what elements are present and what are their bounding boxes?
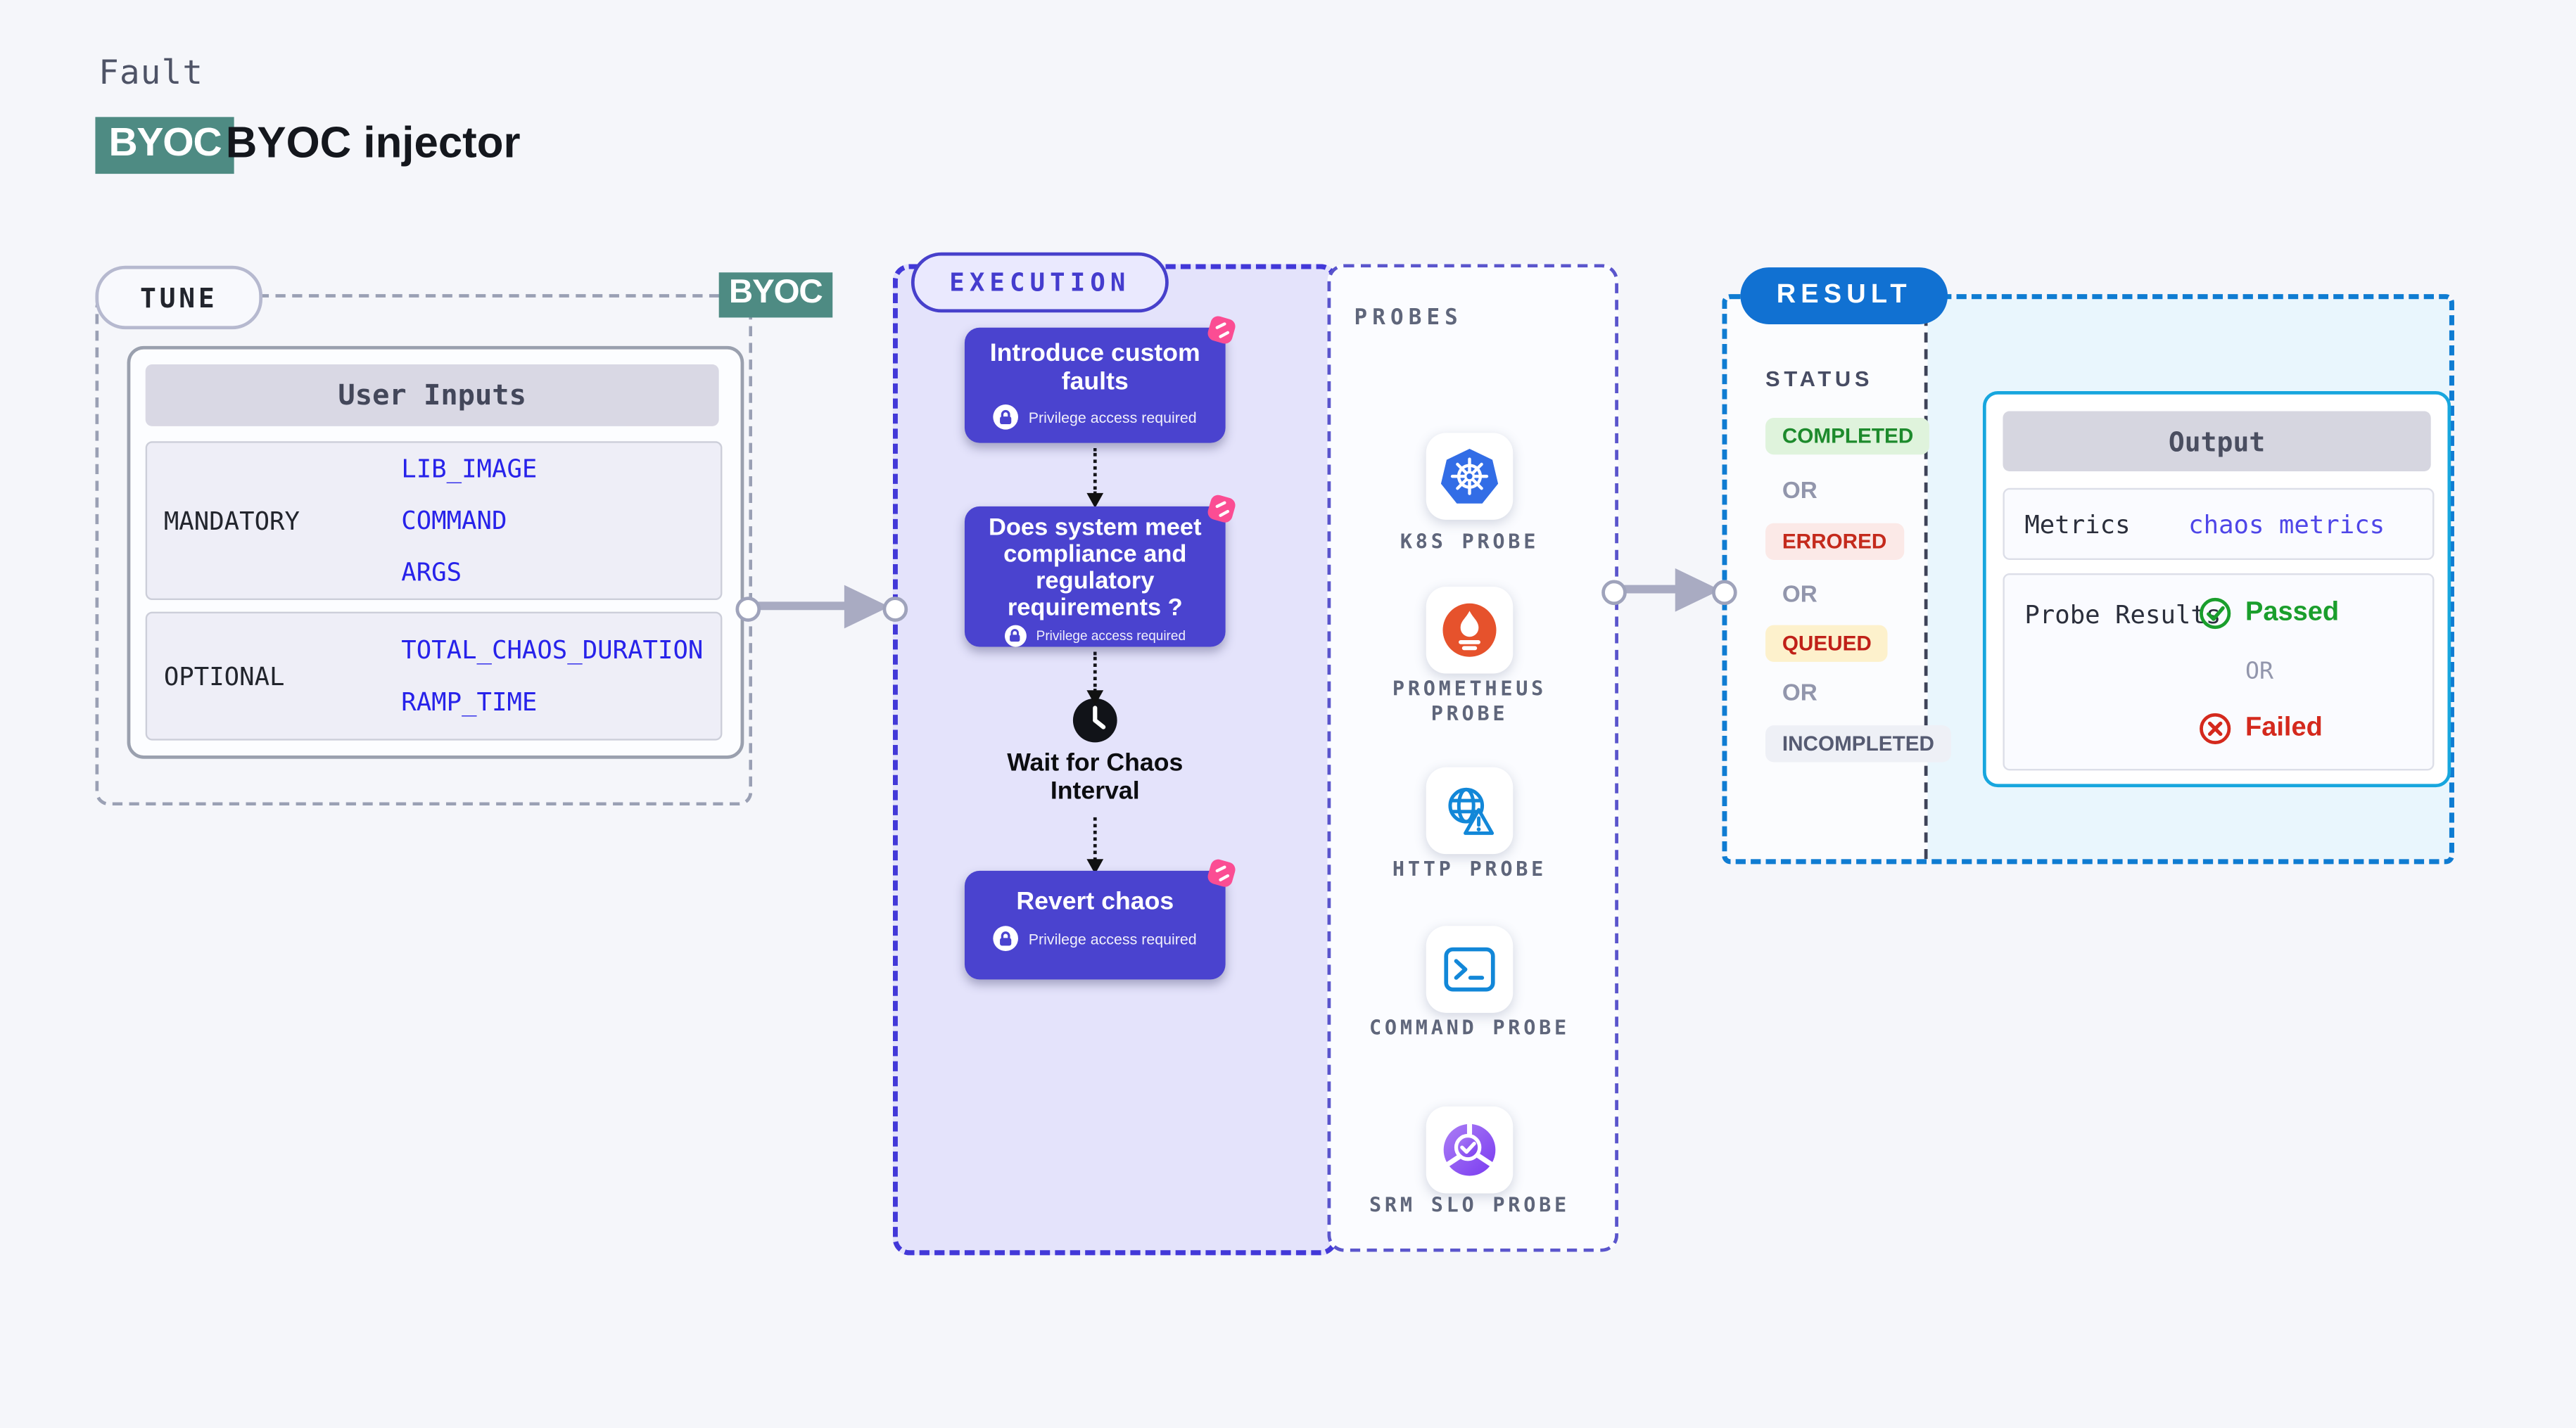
lock-icon xyxy=(993,404,1019,430)
privilege-note: Privilege access required xyxy=(965,625,1226,647)
tune-section-box xyxy=(95,294,753,806)
input-command: COMMAND xyxy=(401,504,507,535)
k8s-probe-icon xyxy=(1440,447,1499,503)
tune-to-execution-arrow-line xyxy=(752,601,850,611)
chaos-pink-icon xyxy=(1207,859,1236,887)
passed-label: Passed xyxy=(2245,598,2340,627)
probes-to-result-arrow-line xyxy=(1618,585,1689,594)
probes-heading: PROBES xyxy=(1354,305,1463,331)
probe-results-row: Probe Results Passed OR Failed xyxy=(2003,573,2435,771)
step-introduce-custom-faults: Introduce custom faults Privilege access… xyxy=(964,316,1236,443)
status-heading: STATUS xyxy=(1765,366,1874,391)
prometheus-probe-card xyxy=(1426,586,1514,674)
k8s-probe-card xyxy=(1426,433,1514,520)
mandatory-values: LIB_IMAGE COMMAND ARGS xyxy=(401,443,537,599)
optional-row: OPTIONAL TOTAL_CHAOS_DURATION RAMP_TIME xyxy=(145,611,723,741)
tune-pill: TUNE xyxy=(95,265,263,330)
privilege-note: Privilege access required xyxy=(965,404,1226,430)
fault-eyebrow: Fault xyxy=(99,51,204,92)
probes-out-connector xyxy=(1601,580,1627,606)
or-separator: OR xyxy=(1782,678,1817,706)
mandatory-label: MANDATORY xyxy=(163,505,300,536)
byoc-corner-badge: BYOC xyxy=(718,272,832,318)
input-args: ARGS xyxy=(401,556,462,587)
execution-pill: EXECUTION xyxy=(911,252,1169,313)
failed-cross-icon xyxy=(2200,713,2231,745)
byoc-header-badge: BYOC xyxy=(95,117,235,174)
http-probe-icon xyxy=(1448,787,1495,835)
input-ramp-time: RAMP_TIME xyxy=(401,686,538,717)
result-pill: RESULT xyxy=(1740,267,1948,324)
optional-values: TOTAL_CHAOS_DURATION RAMP_TIME xyxy=(401,624,703,727)
execution-in-connector xyxy=(882,597,908,622)
optional-label: OPTIONAL xyxy=(163,661,285,691)
lock-icon xyxy=(993,926,1019,951)
wait-for-chaos-interval-label: Wait for Chaos Interval xyxy=(1007,748,1184,806)
prometheus-probe-label: PROMETHEUS PROBE xyxy=(1392,677,1547,726)
step-title: Revert chaos xyxy=(1016,887,1174,917)
status-badge-completed: COMPLETED xyxy=(1765,418,1931,455)
status-badge-errored: ERRORED xyxy=(1765,523,1904,560)
command-probe-label: COMMAND PROBE xyxy=(1369,1016,1570,1040)
http-probe-card xyxy=(1426,767,1514,855)
status-badge-queued: QUEUED xyxy=(1765,625,1889,662)
lock-icon xyxy=(1004,625,1027,647)
srm-slo-probe-card xyxy=(1426,1106,1514,1194)
page-title: BYOC injector xyxy=(225,117,521,167)
command-probe-icon xyxy=(1444,947,1495,992)
step-title: Does system meet compliance and regulato… xyxy=(988,514,1202,622)
connector-step2-wait xyxy=(1086,651,1104,706)
failed-label: Failed xyxy=(2245,713,2323,742)
failed-line: Failed xyxy=(2198,712,2323,746)
mandatory-row: MANDATORY LIB_IMAGE COMMAND ARGS xyxy=(145,441,723,600)
input-lib-image: LIB_IMAGE xyxy=(401,452,538,483)
srm-slo-probe-label: SRM SLO PROBE xyxy=(1369,1193,1570,1217)
passed-check-icon xyxy=(2200,597,2231,630)
output-title: Output xyxy=(2003,411,2431,472)
srm-slo-probe-icon xyxy=(1443,1123,1496,1176)
step-compliance-check: Does system meet compliance and regulato… xyxy=(964,495,1236,647)
input-total-chaos-duration: TOTAL_CHAOS_DURATION xyxy=(401,634,704,665)
output-card: Output Metrics chaos metrics Probe Resul… xyxy=(1982,390,2451,788)
step-title: Introduce custom faults xyxy=(989,339,1200,397)
connector-wait-revert xyxy=(1086,817,1104,874)
step-revert-chaos: Revert chaos Privilege access required xyxy=(964,859,1236,980)
or-separator: OR xyxy=(1782,580,1817,607)
prometheus-probe-icon xyxy=(1442,603,1497,657)
probe-results-label: Probe Results xyxy=(2024,599,2221,630)
metrics-row: Metrics chaos metrics xyxy=(2003,487,2435,560)
k8s-probe-label: K8S PROBE xyxy=(1400,530,1540,554)
probes-section-box xyxy=(1327,264,1618,1252)
clock-icon xyxy=(1072,698,1117,743)
or-separator: OR xyxy=(1782,476,1817,504)
tune-out-connector xyxy=(735,597,761,622)
result-in-connector xyxy=(1712,580,1737,606)
tune-to-execution-arrowhead xyxy=(844,585,890,629)
command-probe-card xyxy=(1426,926,1514,1013)
connector-step1-step2 xyxy=(1086,447,1104,509)
metrics-value: chaos metrics xyxy=(2188,509,2385,540)
passed-line: Passed xyxy=(2198,597,2339,630)
status-badge-incompleted: INCOMPLETED xyxy=(1765,725,1951,763)
or-separator: OR xyxy=(2245,658,2274,686)
privilege-note: Privilege access required xyxy=(965,926,1226,951)
chaos-pink-icon xyxy=(1207,495,1236,523)
http-probe-label: HTTP PROBE xyxy=(1392,857,1547,881)
user-inputs-title: User Inputs xyxy=(145,364,719,426)
metrics-label: Metrics xyxy=(2024,509,2131,540)
chaos-pink-icon xyxy=(1207,316,1236,344)
status-column-panel xyxy=(1727,299,1928,860)
status-output-separator xyxy=(1924,299,1928,860)
